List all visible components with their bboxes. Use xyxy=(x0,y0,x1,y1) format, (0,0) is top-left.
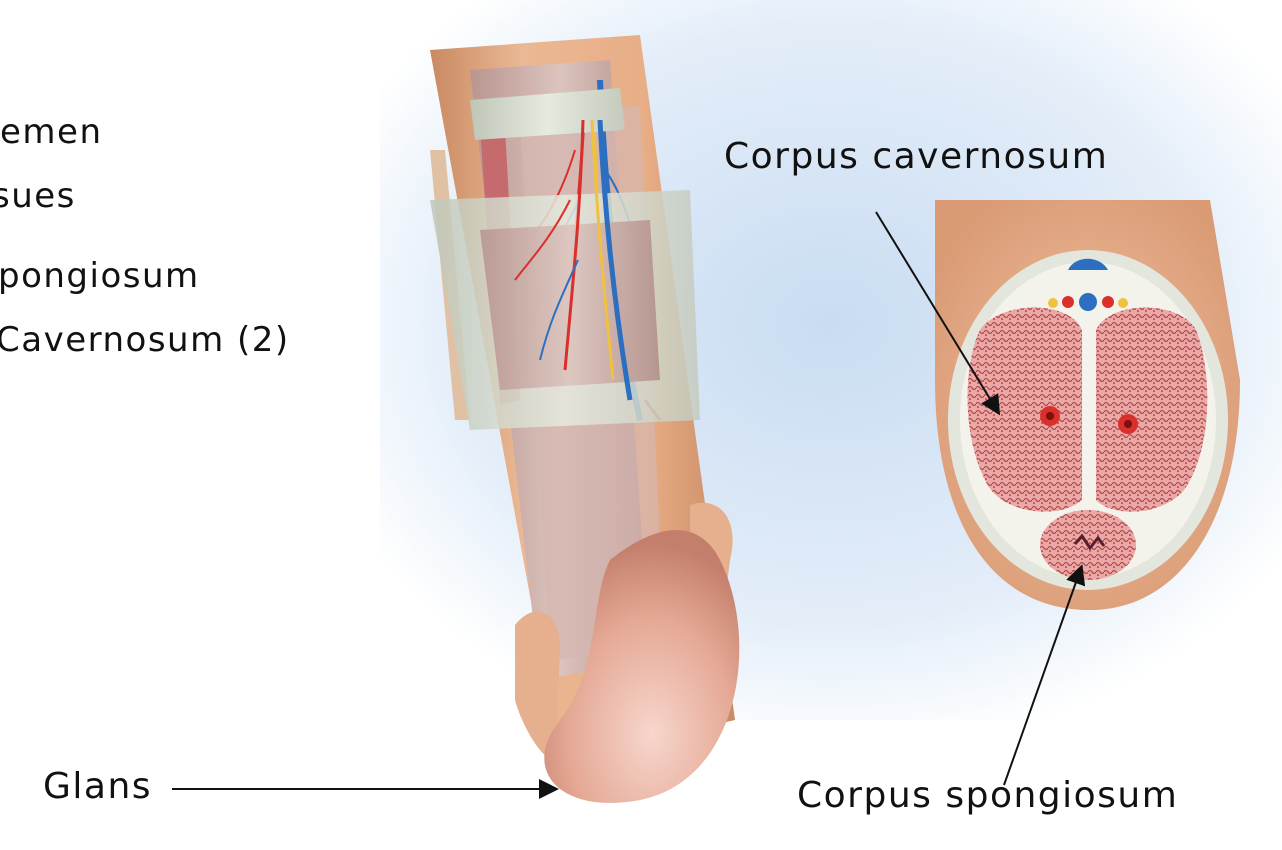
label-glans: Glans xyxy=(43,766,152,807)
cross-section-view xyxy=(935,200,1240,610)
label-corpus-cavernosum: Corpus cavernosum xyxy=(724,136,1108,177)
label-corpus-spongiosum: Corpus spongiosum xyxy=(797,775,1178,816)
bullet-item: sues xyxy=(0,176,76,216)
bullet-item: pongiosum xyxy=(0,256,200,296)
bullet-item: emen xyxy=(0,112,103,152)
bullet-item: Cavernosum (2) xyxy=(0,320,290,360)
